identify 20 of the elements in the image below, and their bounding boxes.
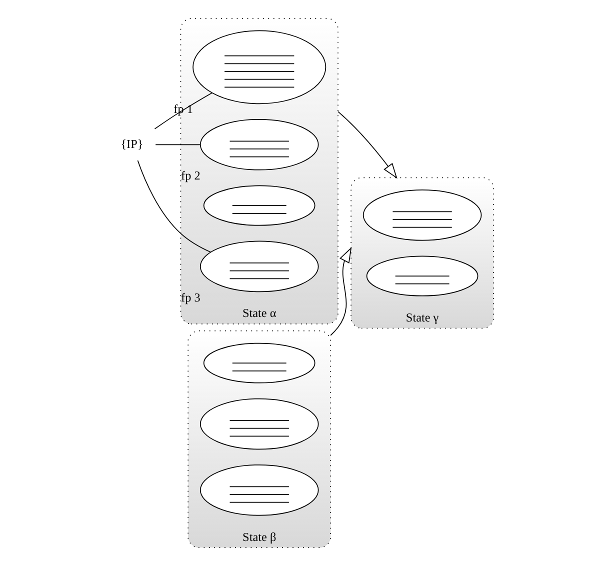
- node-label: fp 1: [173, 102, 192, 116]
- node-ellipse: [199, 240, 318, 292]
- arrow: [330, 247, 352, 336]
- connector: [154, 144, 200, 146]
- node-ellipse: [199, 118, 318, 170]
- node-text: {IP}: [120, 136, 143, 151]
- node-ellipse: [366, 256, 478, 296]
- node-ellipse: [192, 30, 326, 104]
- node-label: fp 3: [180, 290, 200, 304]
- cluster: State γ: [350, 177, 494, 329]
- node-ellipse: [199, 464, 318, 516]
- arrow: [337, 111, 397, 179]
- node-ellipse: [202, 185, 315, 226]
- node-label: fp 2: [180, 168, 200, 183]
- node-ellipse: [362, 189, 482, 241]
- cluster: State β: [187, 330, 331, 548]
- node-ellipse: [199, 398, 318, 450]
- node-ellipse: [202, 342, 315, 384]
- connector: [154, 92, 212, 130]
- connector: [136, 160, 211, 253]
